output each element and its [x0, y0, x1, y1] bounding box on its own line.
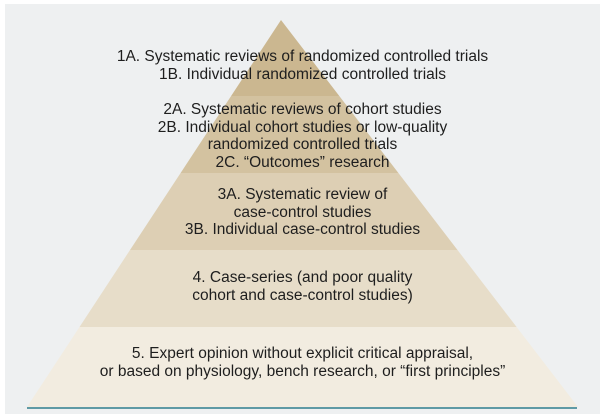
- level-5-text: 5. Expert opinion without explicit criti…: [0, 345, 605, 380]
- pyramid-tier-2: [180, 96, 399, 173]
- level-2-line-3: randomized controlled trials: [207, 136, 398, 153]
- level-1-line-2: 1B. Individual randomized controlled tri…: [159, 65, 446, 83]
- level-1-line-1: 1A. Systematic reviews of randomized con…: [116, 48, 489, 65]
- level-2-line-1: 2A. Systematic reviews of cohort studies: [163, 101, 442, 118]
- level-5-line-1: 5. Expert opinion without explicit criti…: [131, 345, 474, 362]
- level-5-line-2: or based on physiology, bench research, …: [99, 362, 506, 380]
- pyramid-baseline: [27, 407, 577, 409]
- level-3-text: 3A. Systematic review of case-control st…: [0, 186, 605, 239]
- level-3-line-1: 3A. Systematic review of: [217, 186, 388, 203]
- pyramid-tier-4: [79, 250, 517, 327]
- level-1-text: 1A. Systematic reviews of randomized con…: [0, 48, 605, 83]
- level-3-line-2: case-control studies: [233, 203, 372, 221]
- level-2-text: 2A. Systematic reviews of cohort studies…: [0, 101, 605, 171]
- level-2-line-2: 2B. Individual cohort studies or low-qua…: [157, 118, 448, 136]
- level-4-text: 4. Case-series (and poor quality cohort …: [0, 269, 605, 304]
- level-2-line-4: 2C. “Outcomes” research: [215, 153, 390, 171]
- level-4-line-2: cohort and case-control studies): [192, 286, 413, 304]
- pyramid-tier-3: [130, 173, 458, 250]
- level-4-line-1: 4. Case-series (and poor quality: [192, 269, 413, 286]
- pyramid-tier-1: [231, 20, 340, 96]
- level-3-line-3: 3B. Individual case-control studies: [184, 221, 421, 238]
- pyramid-tier-5: [27, 327, 578, 407]
